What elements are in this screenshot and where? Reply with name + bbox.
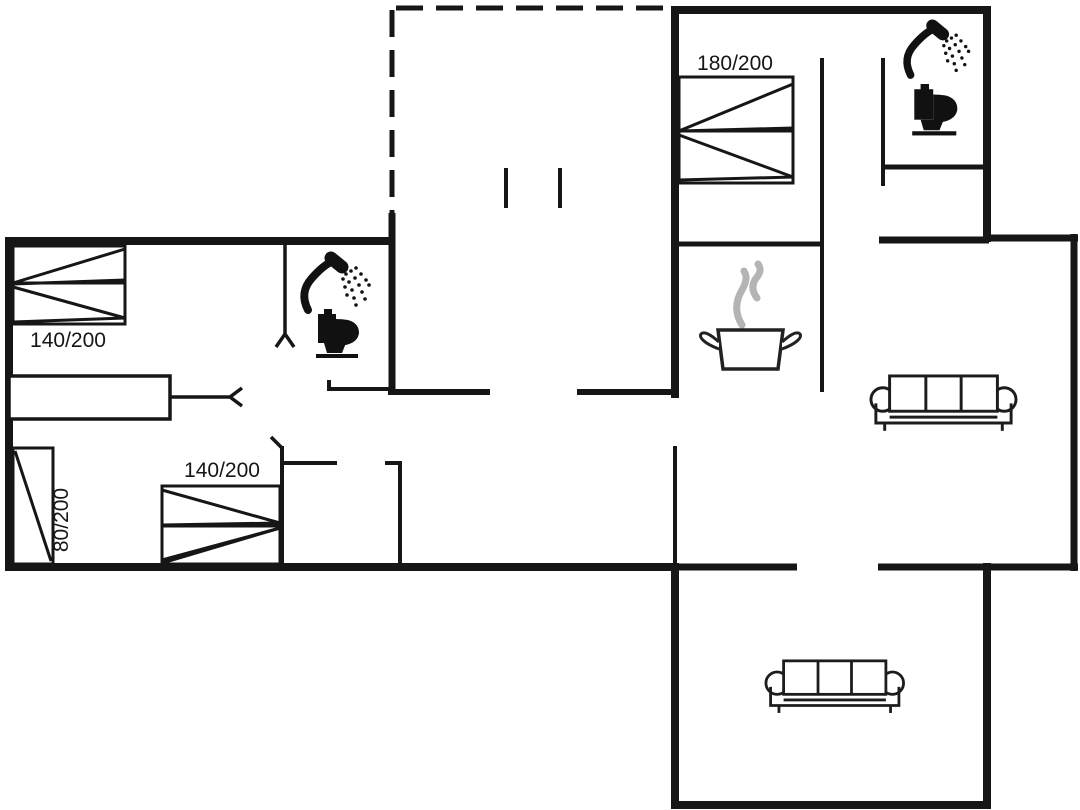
bed-single-bottom-left: [11, 446, 55, 566]
toilet-icon: [316, 309, 359, 358]
furniture: [7, 75, 1018, 715]
wall-storage-left-tick: [269, 435, 284, 450]
bed-double-bottom-middle: [160, 484, 282, 566]
bed-size-label: 180/200: [697, 52, 773, 75]
wardrobe: [7, 374, 172, 421]
interior-walls: [269, 58, 989, 569]
steam-wisp: [733, 267, 750, 329]
door-icon: [170, 386, 244, 408]
exterior-walls: [5, 6, 1078, 809]
pot-body: [716, 328, 785, 371]
bed-size-labels: 140/200 80/200 140/200 180/200: [30, 52, 773, 552]
shower-icon: [907, 26, 970, 75]
walls: [5, 5, 1078, 809]
bed-size-label: 80/200: [50, 488, 73, 552]
pot-handle-right: [781, 331, 802, 351]
opening-ticks: [504, 168, 562, 208]
pot-handle-left: [699, 331, 720, 351]
shower-icon: [304, 258, 371, 310]
bed-size-label: 140/200: [30, 329, 106, 352]
sofa-icon: [869, 374, 1018, 433]
bed-size-label: 140/200: [184, 459, 260, 482]
steam-wisp: [749, 260, 764, 302]
toilet-icon: [912, 84, 958, 136]
sofa-icon: [764, 659, 905, 715]
bed-double-top-right: [677, 75, 795, 185]
door-icon: [274, 243, 296, 348]
bed-double-top-left: [11, 244, 127, 326]
stove-pot-icon: [699, 260, 802, 371]
terrace-dashed-boundary: [389, 5, 675, 215]
doors: [170, 243, 296, 408]
